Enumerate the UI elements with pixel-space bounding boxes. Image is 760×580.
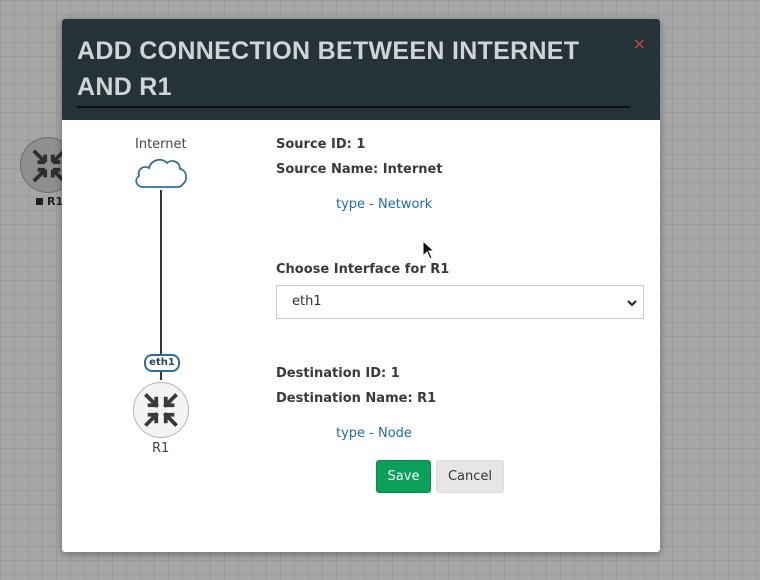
save-button[interactable]: Save	[376, 460, 431, 493]
background-node-label: R1	[36, 195, 63, 208]
connection-line	[160, 190, 162, 380]
background-node-name: R1	[47, 195, 64, 208]
source-type-link[interactable]: type - Network	[336, 197, 433, 212]
destination-type-link[interactable]: type - Node	[336, 426, 412, 441]
close-icon[interactable]: ×	[632, 34, 646, 53]
source-node-label: Internet	[135, 137, 187, 152]
modal-header: ADD CONNECTION BETWEEN INTERNET AND R1 ×	[62, 19, 660, 120]
source-name: Source Name: Internet	[276, 162, 443, 177]
interface-badge: eth1	[144, 354, 180, 372]
chevron-down-icon	[627, 300, 637, 307]
interface-label: Choose Interface for R1	[276, 262, 450, 277]
interface-select-value: eth1	[292, 294, 322, 309]
interface-select[interactable]: eth1	[276, 285, 644, 319]
destination-router-node	[133, 382, 189, 438]
destination-node-label: R1	[152, 441, 170, 456]
destination-name: Destination Name: R1	[276, 391, 437, 406]
node-status-square-icon	[36, 198, 43, 205]
modal-title: ADD CONNECTION BETWEEN INTERNET AND R1	[77, 33, 630, 108]
router-icon	[144, 393, 178, 427]
connection-diagram: Internet eth1 R1	[62, 120, 262, 460]
mouse-pointer-icon	[422, 240, 436, 260]
source-id: Source ID: 1	[276, 137, 366, 152]
destination-id: Destination ID: 1	[276, 366, 400, 381]
cloud-icon	[135, 158, 187, 188]
cancel-button[interactable]: Cancel	[436, 460, 504, 493]
